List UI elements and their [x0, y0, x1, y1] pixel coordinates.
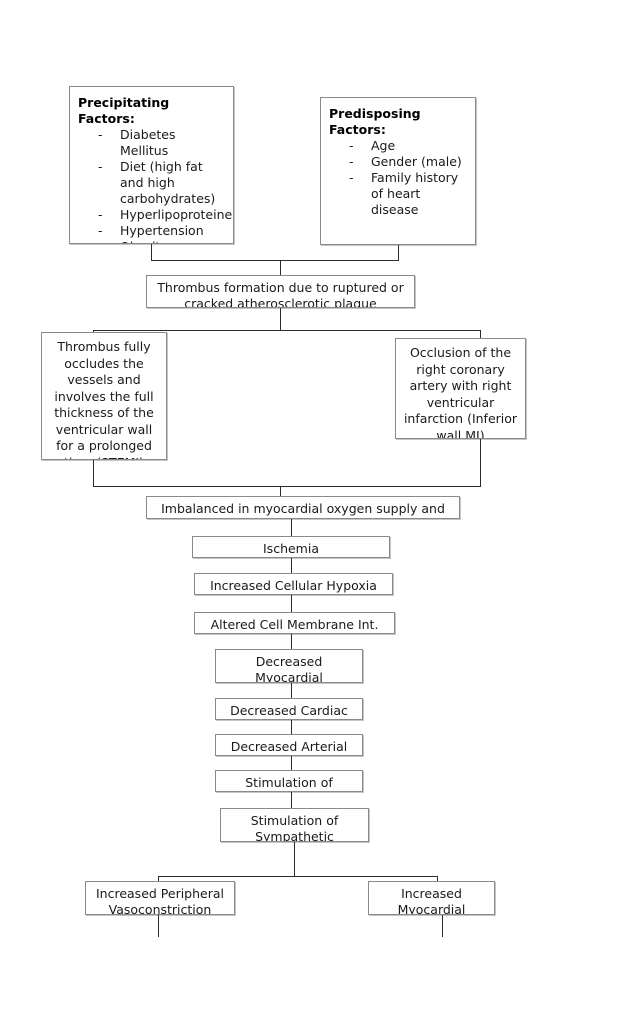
- list-item-label: Hyperlipoproteinemia: [120, 207, 233, 222]
- node-myocardial-contractility-label: Decreased Myocardial Contractivity: [255, 654, 323, 683]
- node-rca-occlusion[interactable]: Occlusion of the right coronary artery w…: [395, 338, 526, 439]
- node-thrombus-formation[interactable]: Thrombus formation due to ruptured or cr…: [146, 275, 415, 308]
- list-item-label: Diet (high fat and high carbohydrates): [120, 159, 216, 206]
- list-item-label: Family history of heart disease: [371, 170, 459, 217]
- connector-membrane-to-contractility: [291, 634, 292, 649]
- connector-stemi-down: [93, 460, 94, 486]
- node-rca-occlusion-label: Occlusion of the right coronary artery w…: [403, 345, 518, 439]
- connector-myocardial-activity-down: [442, 915, 443, 937]
- node-ischemia-label: Ischemia: [263, 541, 319, 556]
- list-item-label: Obesity: [120, 239, 168, 243]
- connector-branch-split: [93, 330, 481, 331]
- connector-ischemia-to-hypoxia: [291, 558, 292, 573]
- connector-merge-to-imbalance: [280, 486, 281, 496]
- node-cell-membrane[interactable]: Altered Cell Membrane Int.: [194, 612, 395, 634]
- node-sympathetic-receptors[interactable]: Stimulation of Sympathetic Receptors: [220, 808, 369, 842]
- bullet-dash: -: [349, 138, 354, 153]
- predisposing-heading-line1: Predisposing: [329, 106, 421, 121]
- connector-output-to-pressure: [291, 720, 292, 734]
- node-cellular-hypoxia[interactable]: Increased Cellular Hypoxia: [194, 573, 393, 595]
- node-stemi[interactable]: Thrombus fully occludes the vessels and …: [41, 332, 167, 460]
- bullet-dash: -: [98, 127, 103, 142]
- list-item-label: Gender (male): [371, 154, 462, 169]
- precipitating-heading-line1: Precipitating: [78, 95, 170, 110]
- connector-factors-join: [151, 260, 399, 261]
- node-arterial-pressure[interactable]: Decreased Arterial Pressure: [215, 734, 363, 756]
- node-myocardial-contractility[interactable]: Decreased Myocardial Contractivity: [215, 649, 363, 683]
- node-cellular-hypoxia-label: Increased Cellular Hypoxia: [210, 578, 377, 593]
- bullet-dash: -: [98, 223, 103, 238]
- bullet-dash: -: [98, 207, 103, 222]
- node-myocardial-activity[interactable]: Increased Myocardial Activity: [368, 881, 495, 915]
- list-item: - Gender (male): [349, 154, 469, 170]
- node-cell-membrane-label: Altered Cell Membrane Int.: [210, 617, 379, 632]
- list-item: - Obesity: [98, 239, 227, 243]
- connector-thrombus-down: [280, 308, 281, 330]
- node-sympathetic-receptors-label: Stimulation of Sympathetic Receptors: [250, 813, 339, 842]
- list-item: - Family history of heart disease: [349, 170, 469, 218]
- connector-branch-merge: [93, 486, 481, 487]
- node-baroreceptors[interactable]: Stimulation of Baroreceptors: [215, 770, 363, 792]
- connector-predisposing-down: [398, 245, 399, 260]
- list-item: - Hyperlipoproteinemia: [98, 207, 233, 223]
- connector-join-to-thrombus: [280, 260, 281, 275]
- node-myocardial-activity-label: Increased Myocardial Activity: [397, 886, 466, 915]
- precipitating-heading-line2: Factors:: [78, 111, 135, 126]
- node-peripheral-vasoconstriction[interactable]: Increased Peripheral Vasoconstriction: [85, 881, 235, 915]
- bullet-dash: -: [349, 170, 354, 185]
- node-arterial-pressure-label: Decreased Arterial Pressure: [230, 739, 348, 754]
- predisposing-list: - Age - Gender (male) - Family history of h…: [329, 138, 469, 218]
- connector-contractility-to-output: [291, 683, 292, 698]
- connector-rca-down: [480, 439, 481, 486]
- list-item: - Age: [349, 138, 469, 154]
- precipitating-list: - Diabetes Mellitus - Diet (high fat and h…: [78, 127, 233, 243]
- connector-vasoconstriction-down: [158, 915, 159, 937]
- connector-precipitating-down: [151, 244, 152, 260]
- node-imbalance[interactable]: Imbalanced in myocardial oxygen supply a…: [146, 496, 460, 519]
- list-item-label: Diabetes Mellitus: [120, 127, 176, 158]
- node-thrombus-formation-label: Thrombus formation due to ruptured or cr…: [157, 280, 404, 308]
- connector-imbalance-to-ischemia: [291, 519, 292, 536]
- connector-split-to-myocardial-activity: [437, 876, 438, 881]
- bullet-dash: -: [98, 159, 103, 174]
- node-baroreceptors-label: Stimulation of Baroreceptors: [245, 775, 333, 790]
- node-predisposing-factors[interactable]: Predisposing Factors: - Age - Gender (male…: [320, 97, 476, 245]
- node-cardiac-output-label: Decreased Cardiac Output: [230, 703, 348, 718]
- node-imbalance-label: Imbalanced in myocardial oxygen supply a…: [161, 501, 445, 518]
- connector-baroreceptors-to-sympathetic: [291, 792, 292, 808]
- connector-sympathetic-down: [294, 842, 295, 876]
- connector-pressure-to-baroreceptors: [291, 756, 292, 770]
- list-item-label: Age: [371, 138, 396, 153]
- bullet-dash: -: [349, 154, 354, 169]
- node-ischemia[interactable]: Ischemia: [192, 536, 390, 558]
- list-item: - Diabetes Mellitus: [98, 127, 227, 159]
- list-item-label: Hypertension: [120, 223, 204, 238]
- predisposing-heading-line2: Factors:: [329, 122, 386, 137]
- bullet-dash: -: [98, 239, 103, 243]
- node-precipitating-factors[interactable]: Precipitating Factors: - Diabetes Mellitu…: [69, 86, 234, 244]
- list-item: - Hypertension: [98, 223, 227, 239]
- connector-split-to-vasoconstriction: [158, 876, 159, 881]
- node-peripheral-vasoconstriction-label: Increased Peripheral Vasoconstriction: [95, 886, 225, 915]
- list-item: - Diet (high fat and high carbohydrates): [98, 159, 227, 207]
- node-cardiac-output[interactable]: Decreased Cardiac Output: [215, 698, 363, 720]
- connector-bottom-split: [158, 876, 438, 877]
- connector-hypoxia-to-membrane: [291, 595, 292, 612]
- node-stemi-label: Thrombus fully occludes the vessels and …: [54, 339, 154, 459]
